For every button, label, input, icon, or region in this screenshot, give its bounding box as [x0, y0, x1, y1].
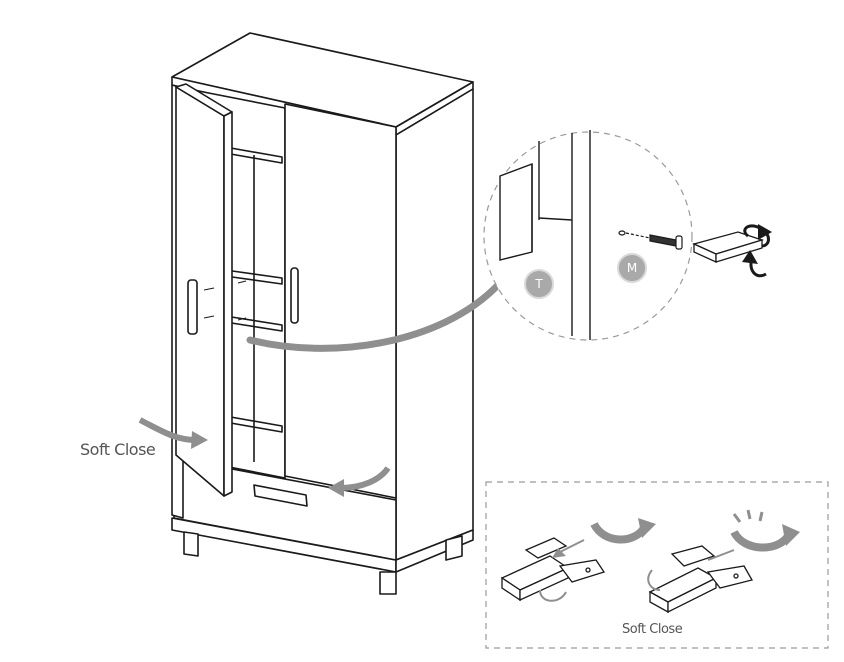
soft-close-arrow-2 — [730, 529, 792, 552]
drawer-handle — [253, 484, 308, 507]
tool-t-badge: T — [524, 269, 554, 299]
soft-close-door-arrow — [138, 417, 197, 443]
leg-back-right — [445, 535, 463, 561]
soft-close-label: Soft Close — [80, 440, 156, 459]
tool-m-badge: M — [617, 253, 647, 283]
right-door-handle — [290, 267, 299, 324]
wardrobe — [171, 32, 474, 595]
soft-close-drawer-arrow-head — [328, 479, 344, 497]
screw-icon — [618, 230, 683, 250]
hinge-marks — [203, 280, 247, 321]
leg-front-left — [183, 531, 199, 557]
soft-close-hinge-closed-icon — [648, 545, 753, 614]
soft-close-arrow-1 — [590, 521, 648, 544]
soft-close-inset-label: Soft Close — [622, 622, 683, 637]
soft-close-rays — [732, 509, 764, 523]
right-door — [284, 103, 397, 499]
zoom-panel — [499, 130, 591, 340]
callout-connector-arrow — [246, 281, 502, 352]
left-door-handle — [187, 279, 198, 335]
leg-front-right — [379, 571, 397, 595]
soft-close-drawer-arrow — [339, 466, 391, 491]
hinge-bracket-icon — [692, 231, 765, 264]
soft-close-hinge-open-icon — [500, 537, 606, 602]
soft-close-door-arrow-head — [191, 431, 208, 449]
left-door — [175, 86, 225, 497]
